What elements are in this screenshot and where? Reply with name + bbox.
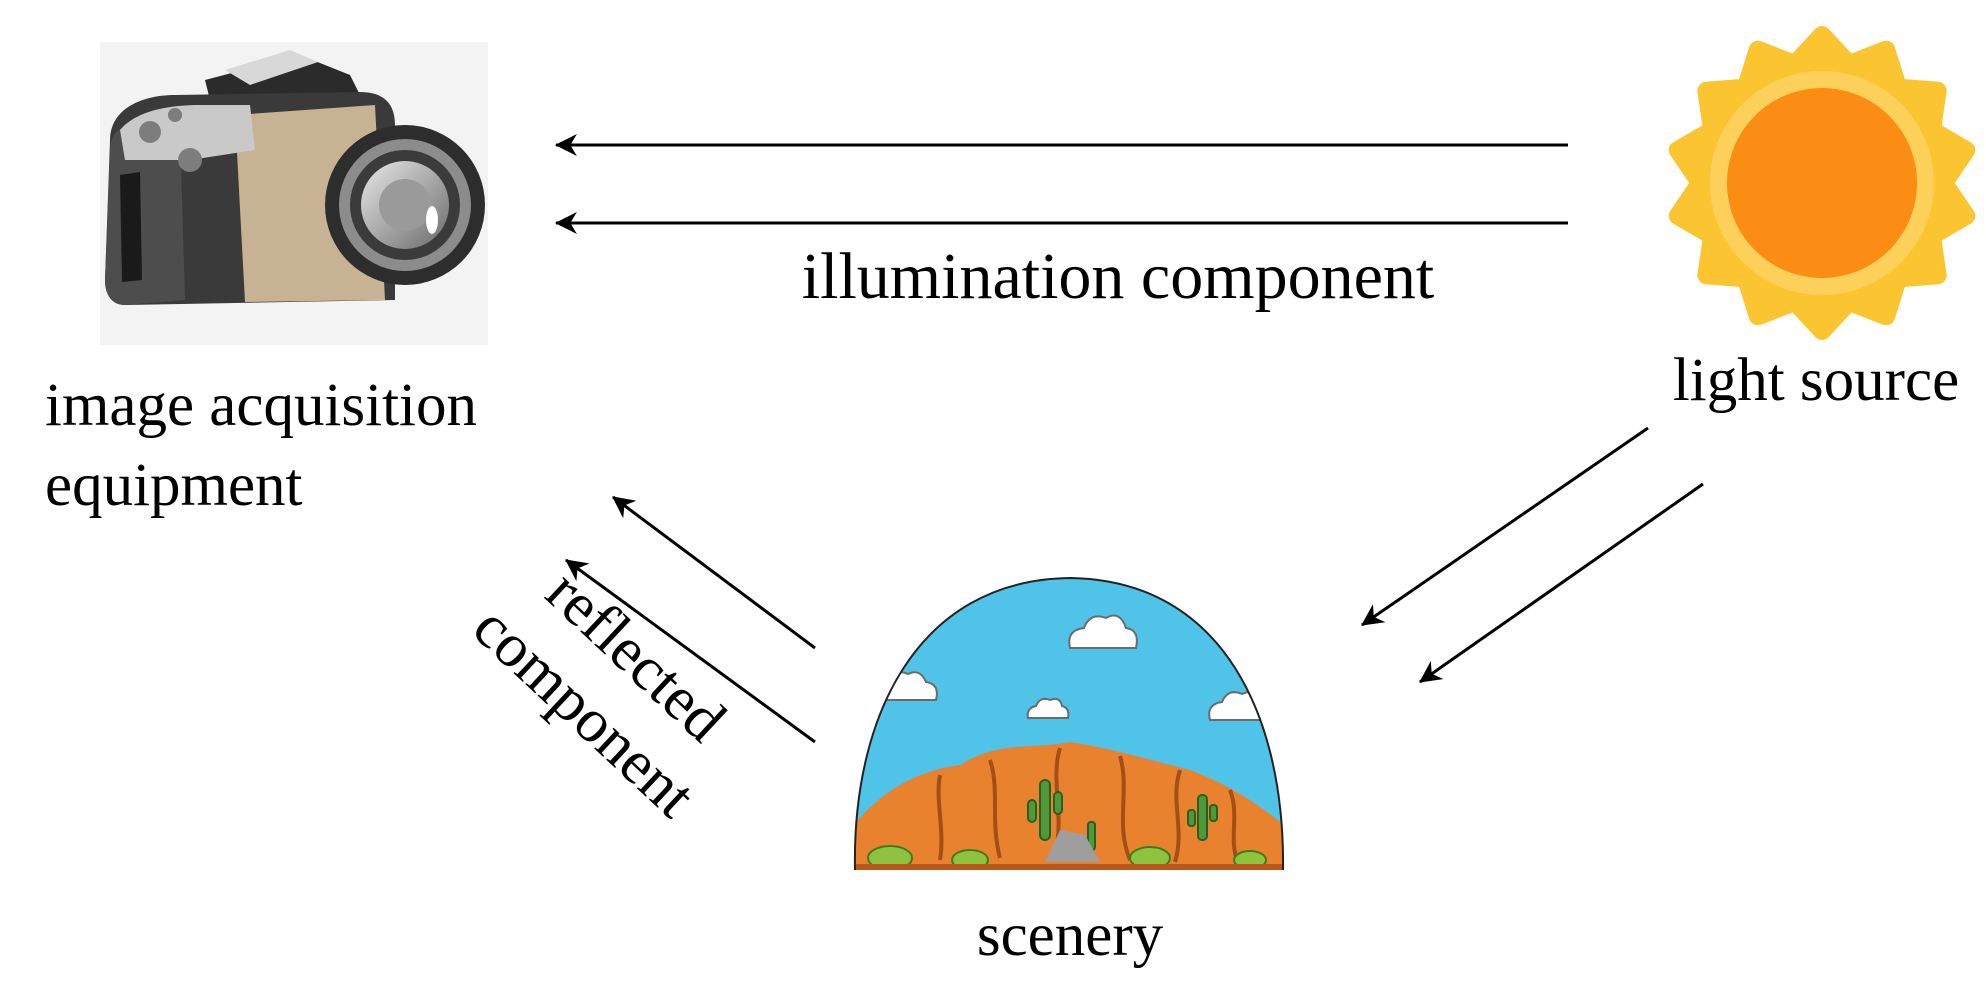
reflected-arrow-2 [565, 558, 816, 744]
scenery-label: scenery [977, 902, 1164, 969]
desert-landscape-icon [853, 576, 1285, 871]
incident-arrow-1 [1361, 426, 1649, 627]
camera-label-line2: equipment [45, 452, 303, 519]
illumination-label: illumination component [802, 240, 1434, 313]
incident-arrow-2 [1419, 482, 1704, 684]
camera-label-line1: image acquisition [45, 372, 477, 439]
sun-icon [1668, 26, 1976, 340]
reflected-arrow-1 [612, 495, 816, 650]
camera-icon [100, 42, 488, 345]
light-source-label: light source [1673, 347, 1959, 414]
